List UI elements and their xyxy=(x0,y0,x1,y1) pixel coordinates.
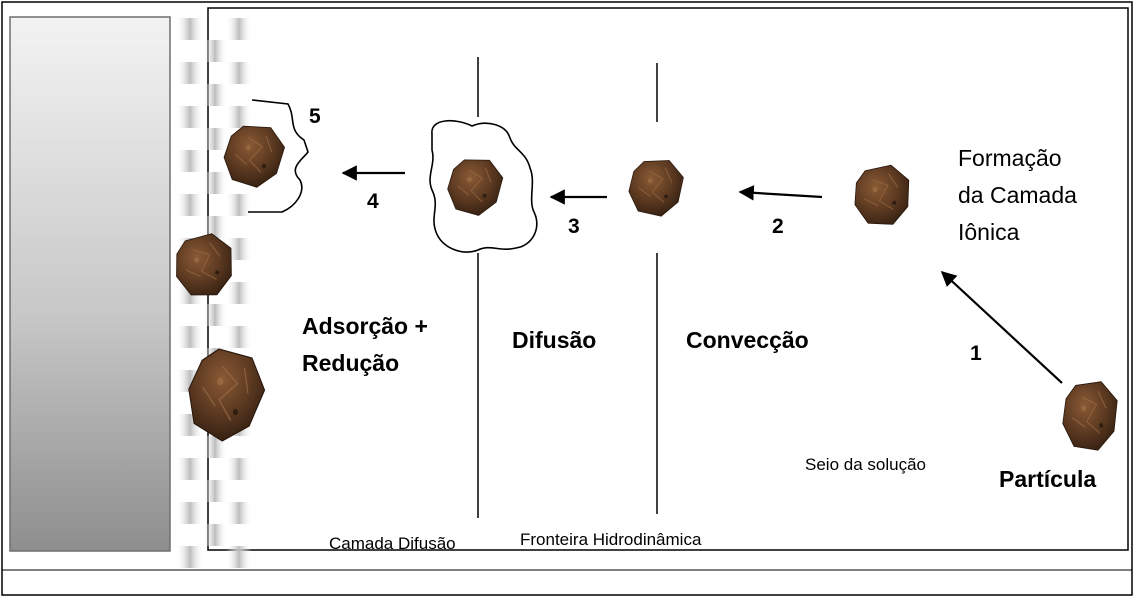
double-layer-cell xyxy=(226,194,252,216)
double-layer-cell xyxy=(203,84,227,106)
double-layer-cell xyxy=(176,458,204,480)
double-layer-cell xyxy=(203,128,227,150)
double-layer-cell xyxy=(176,150,204,172)
double-layer-cell xyxy=(176,62,204,84)
double-layer-cell xyxy=(176,106,204,128)
double-layer-cell xyxy=(226,546,252,568)
ionic-layer-label: Formação da Camada Iônica xyxy=(958,140,1108,251)
adsorption-line2: Redução xyxy=(302,350,400,376)
ionic-layer-label-line1: Formação xyxy=(958,145,1062,171)
particle-convection xyxy=(626,156,686,219)
bulk-solution-label: Seio da solução xyxy=(805,455,926,474)
double-layer-cell xyxy=(226,326,252,348)
adsorption-reduction-label: Adsorção + Redução xyxy=(302,308,428,382)
double-layer-cell xyxy=(203,216,227,238)
convection-label: Convecção xyxy=(686,327,809,353)
double-layer-cell xyxy=(226,62,252,84)
diffusion-label: Difusão xyxy=(512,327,597,353)
double-layer-cell xyxy=(176,502,204,524)
double-layer-cell xyxy=(226,282,252,304)
double-layer-cell xyxy=(176,326,204,348)
particle-adsorbed-1 xyxy=(219,119,289,192)
step-4-number: 4 xyxy=(367,190,379,213)
double-layer-cell xyxy=(203,172,227,194)
step-5-number: 5 xyxy=(309,105,321,128)
double-layer-cell xyxy=(226,18,252,40)
arrow-step-1 xyxy=(940,270,1063,384)
double-layer-cell xyxy=(226,458,252,480)
double-layer-cell xyxy=(226,238,252,260)
double-layer-cell xyxy=(226,106,252,128)
adsorption-bracket xyxy=(248,99,309,213)
double-layer-cell xyxy=(226,502,252,524)
solvation-shell xyxy=(429,119,538,253)
particle-ionic-layer xyxy=(851,163,914,229)
diffusion-layer-caption: Camada Difusão xyxy=(329,534,456,553)
adsorption-line1: Adsorção + xyxy=(302,313,428,339)
ionic-layer-label-line3: Iônica xyxy=(958,219,1020,245)
step-3-number: 3 xyxy=(568,215,580,238)
double-layer-cell xyxy=(176,194,204,216)
hydrodynamic-boundary-caption: Fronteira Hidrodinâmica xyxy=(520,530,702,549)
electrode xyxy=(9,16,171,552)
arrow-step-2 xyxy=(738,185,823,201)
double-layer-cell xyxy=(203,480,227,502)
double-layer-cell xyxy=(176,18,204,40)
double-layer-cell xyxy=(176,546,204,568)
ionic-layer-label-line2: da Camada xyxy=(958,182,1077,208)
double-layer-cell xyxy=(203,524,227,546)
double-layer-cell xyxy=(203,436,227,458)
diagram-frame xyxy=(207,7,1129,551)
particle-diffusion xyxy=(444,154,506,219)
double-layer-cell xyxy=(203,304,227,326)
step-1-number: 1 xyxy=(970,342,982,365)
particle-bulk xyxy=(1062,381,1118,451)
particle-label: Partícula xyxy=(999,466,1097,492)
step-2-number: 2 xyxy=(772,215,784,238)
double-layer-cell xyxy=(203,40,227,62)
